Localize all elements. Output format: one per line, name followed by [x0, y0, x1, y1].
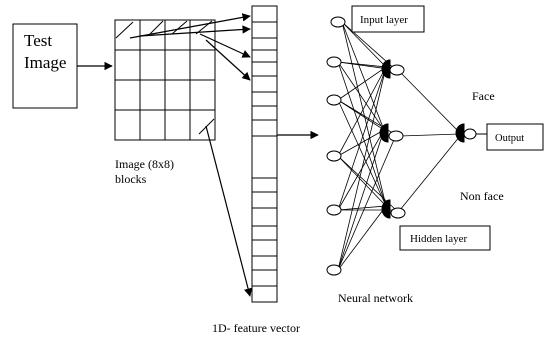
hidden-layer-label-box: Hidden layer [399, 225, 491, 251]
face-label: Face [472, 89, 495, 103]
output-label: Output [495, 133, 524, 144]
input-neuron [326, 94, 342, 106]
input-neuron [330, 16, 346, 28]
input-to-hidden-connections [337, 21, 397, 271]
hidden-neuron [389, 64, 405, 76]
test-image-label-line1: Test [24, 31, 52, 50]
non-face-label: Non face [460, 189, 504, 203]
feature-vector [251, 5, 278, 303]
input-layer-neurons [326, 16, 346, 276]
hidden-neuron [390, 207, 406, 219]
test-image-box: Test Image [12, 23, 78, 109]
neural-network-label: Neural network [338, 291, 413, 305]
image-blocks-grid [114, 19, 216, 141]
input-layer-label: Input layer [360, 14, 408, 26]
hidden-neuron-body [381, 199, 391, 219]
hidden-layer-neurons [379, 59, 406, 219]
test-image-label-line2: Image [24, 53, 66, 72]
output-neuron [455, 123, 487, 143]
image-blocks-label-line2: blocks [115, 172, 147, 186]
block-to-vector-arrows [129, 13, 253, 297]
hidden-neuron-body [381, 59, 391, 79]
hidden-to-output-connections [399, 71, 461, 211]
input-layer-label-box: Input layer [351, 5, 425, 33]
feature-vector-label: 1D- feature vector [212, 321, 300, 335]
input-neuron [326, 56, 342, 68]
input-neuron [326, 204, 342, 216]
input-neuron [326, 264, 342, 276]
output-label-box: Output [486, 123, 544, 151]
hidden-neuron [388, 130, 404, 142]
image-blocks-label-line1: Image (8x8) [115, 157, 174, 171]
hidden-neuron-body [379, 123, 389, 143]
hidden-layer-label: Hidden layer [410, 233, 467, 245]
input-neuron [326, 150, 342, 162]
